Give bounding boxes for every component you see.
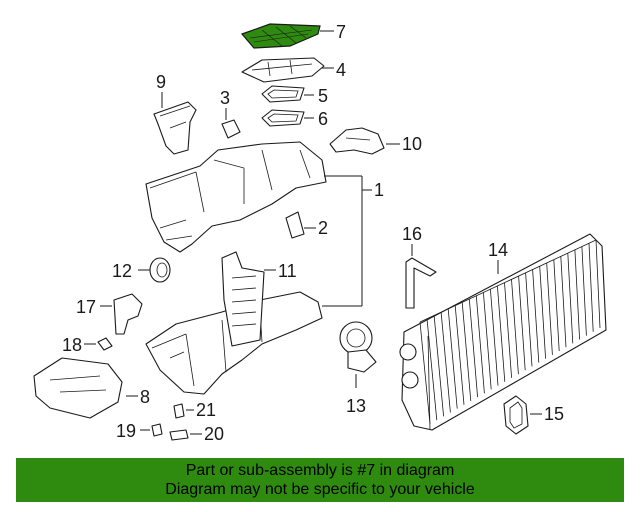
part-2-bracket[interactable] <box>285 211 305 239</box>
callout-4[interactable]: 4 <box>336 60 346 80</box>
part-21-clip[interactable] <box>173 403 185 419</box>
callout-6[interactable]: 6 <box>318 109 328 129</box>
callout-18[interactable]: 18 <box>62 335 82 355</box>
parts-diagram: 7 4 5 6 9 3 10 <box>33 22 607 444</box>
part-11-evaporator[interactable] <box>221 251 265 347</box>
callout-5[interactable]: 5 <box>318 86 328 106</box>
upper-heater-case <box>145 141 327 253</box>
callout-7[interactable]: 7 <box>336 22 346 42</box>
part-8-housing[interactable] <box>33 357 123 419</box>
part-17-actuator[interactable] <box>113 293 143 335</box>
callout-17[interactable]: 17 <box>76 297 96 317</box>
part-14-heater-core[interactable] <box>399 233 607 431</box>
callout-20[interactable]: 20 <box>204 424 224 444</box>
part-19-screw[interactable] <box>151 423 163 437</box>
part-16-tube[interactable] <box>405 257 437 309</box>
callout-3[interactable]: 3 <box>220 88 230 108</box>
banner-line-2: Diagram may not be specific to your vehi… <box>165 481 475 498</box>
part-18-fitting[interactable] <box>97 337 113 351</box>
part-7-filter[interactable] <box>240 23 321 49</box>
part-13-blower-motor[interactable] <box>339 321 377 373</box>
callout-15[interactable]: 15 <box>544 404 564 424</box>
leader-1 <box>322 175 372 307</box>
part-15-seal[interactable] <box>503 395 529 435</box>
part-4-cover[interactable] <box>241 57 325 83</box>
callout-11[interactable]: 11 <box>278 261 297 281</box>
part-3-clip[interactable] <box>221 119 241 139</box>
part-9-duct[interactable] <box>153 101 197 155</box>
callout-8[interactable]: 8 <box>140 387 150 407</box>
part-20-fastener[interactable] <box>169 429 189 441</box>
info-banner: Part or sub-assembly is #7 in diagram Di… <box>16 458 624 502</box>
part-10-bracket[interactable] <box>329 127 385 155</box>
part-6-seal[interactable] <box>261 109 305 127</box>
part-12-grommet[interactable] <box>149 257 171 283</box>
callout-12[interactable]: 12 <box>112 261 132 281</box>
callout-2[interactable]: 2 <box>318 218 328 238</box>
callout-13[interactable]: 13 <box>346 396 366 416</box>
callout-1[interactable]: 1 <box>374 180 384 200</box>
callout-21[interactable]: 21 <box>196 400 216 420</box>
part-5-gasket[interactable] <box>261 85 305 103</box>
callout-16[interactable]: 16 <box>402 224 422 244</box>
banner-line-1: Part or sub-assembly is #7 in diagram <box>185 462 455 479</box>
callout-9[interactable]: 9 <box>156 72 166 92</box>
callout-19[interactable]: 19 <box>116 421 136 441</box>
callout-10[interactable]: 10 <box>402 134 422 154</box>
callout-14[interactable]: 14 <box>488 240 508 260</box>
